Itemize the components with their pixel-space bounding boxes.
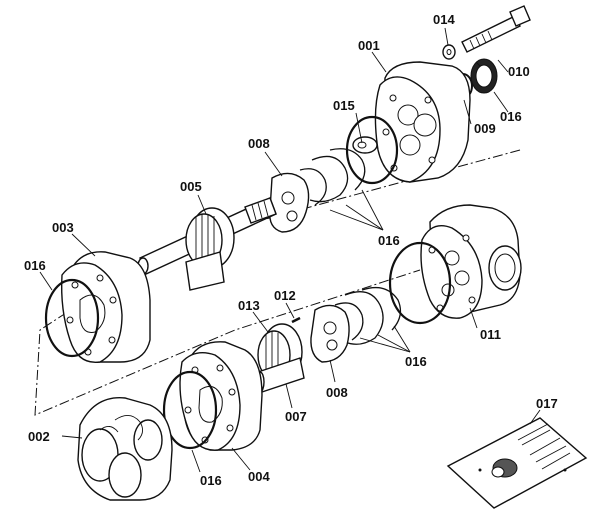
part-002-rear-housing <box>77 397 173 501</box>
callout-016-lower: 016 <box>405 354 427 369</box>
callout-007: 007 <box>285 409 307 424</box>
callout-012: 012 <box>274 288 296 303</box>
part-016-bearing-top <box>470 58 498 94</box>
callout-010: 010 <box>508 64 530 79</box>
part-003-body <box>61 251 151 364</box>
callout-014: 014 <box>433 12 455 27</box>
part-010-bolt <box>461 5 531 53</box>
part-016-seals-lower <box>334 286 402 345</box>
part-008-wear-plate-lower <box>310 304 350 363</box>
callout-015: 015 <box>333 98 355 113</box>
part-016-oring-left <box>44 278 100 358</box>
callout-011: 011 <box>480 327 501 342</box>
callout-016-left: 016 <box>24 258 46 273</box>
leader-lines <box>39 27 541 473</box>
callout-016-top: 016 <box>500 109 522 124</box>
callout-004: 004 <box>248 469 270 484</box>
callout-002: 002 <box>28 429 50 444</box>
part-017-manual <box>446 417 588 509</box>
callout-005: 005 <box>180 179 202 194</box>
callout-008-top: 008 <box>248 136 270 151</box>
callout-003: 003 <box>52 220 74 235</box>
callout-008-lower: 008 <box>326 385 348 400</box>
part-008-wear-plate-top <box>269 172 310 233</box>
part-004-gear-housing <box>179 341 263 451</box>
callout-016-bottom: 016 <box>200 473 222 488</box>
part-011-front-housing <box>420 204 522 319</box>
part-016-seals-top <box>299 148 366 206</box>
callout-labels: 001 002 003 004 005 007 008 008 009 010 … <box>24 12 558 488</box>
part-005-gear <box>185 207 235 291</box>
callout-001: 001 <box>358 38 380 53</box>
part-001-end-cover <box>374 61 471 183</box>
callout-016-middle: 016 <box>378 233 400 248</box>
callout-013: 013 <box>238 298 260 313</box>
callout-009: 009 <box>474 121 496 136</box>
callout-017: 017 <box>536 396 558 411</box>
part-012-pin <box>291 316 301 324</box>
part-016-oring-lower <box>162 370 218 450</box>
part-014-washer <box>442 44 456 60</box>
part-016-oring-right <box>388 241 452 325</box>
